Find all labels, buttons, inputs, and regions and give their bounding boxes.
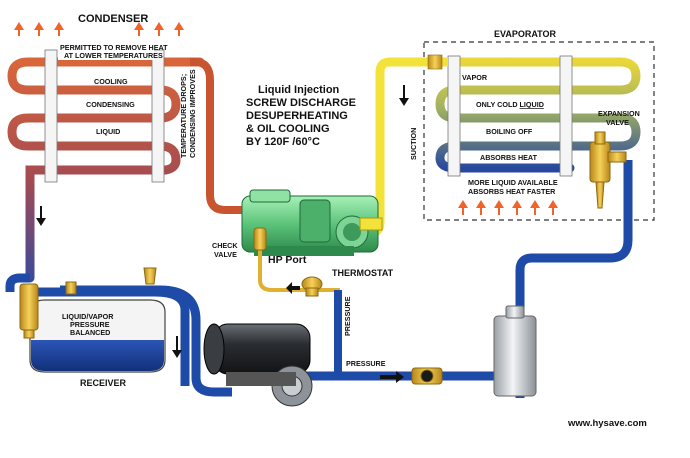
pump-motor bbox=[203, 323, 313, 407]
title-line-1: Liquid Injection bbox=[258, 84, 340, 96]
hp-line bbox=[258, 232, 340, 292]
website-label: www.hysave.com bbox=[567, 418, 647, 429]
condenser bbox=[7, 22, 205, 283]
condenser-support-right bbox=[151, 49, 165, 183]
liquid-underlined: LIQUID bbox=[520, 100, 544, 109]
condenser-note-line-1: PERMITTED TO REMOVE HEAT bbox=[60, 43, 168, 52]
heat-arrows-evaporator bbox=[458, 200, 558, 215]
screw-compressor bbox=[241, 189, 383, 256]
suction-label: SUCTION bbox=[409, 128, 418, 160]
title-line-5: BY 120F /60°C bbox=[246, 136, 320, 148]
suction-fitting bbox=[427, 54, 443, 70]
receiver-note-line-1: LIQUID/VAPOR bbox=[62, 312, 114, 321]
receiver-valve-left bbox=[19, 283, 39, 339]
check-valve bbox=[253, 227, 267, 251]
flow-arrow-receiver bbox=[172, 336, 182, 358]
evaporator-support-left bbox=[447, 55, 461, 177]
temperature-drops-line-1: TEMPERATURE DROPS; bbox=[179, 74, 188, 158]
evap-note-line-2: ABSORBS HEAT FASTER bbox=[468, 187, 556, 196]
condenser-note-line-2: AT LOWER TEMPERATURES bbox=[64, 51, 163, 60]
check-valve-label-1: CHECK bbox=[212, 241, 238, 250]
check-valve-label-2: VALVE bbox=[214, 250, 237, 259]
expansion-valve-label-2: VALVE bbox=[606, 118, 629, 127]
flow-arrows bbox=[36, 85, 409, 383]
temperature-drops-label: TEMPERATURE DROPS; CONDENSING IMPROVES bbox=[179, 69, 197, 158]
title-line-2: SCREW DISCHARGE bbox=[246, 97, 356, 109]
condenser-coil bbox=[7, 57, 205, 283]
thermostat-label: THERMOSTAT bbox=[332, 268, 394, 278]
receiver-top-hook bbox=[154, 287, 190, 386]
sight-glass-valve bbox=[411, 367, 443, 385]
evaporator-liquid-line bbox=[515, 160, 633, 398]
coil-label-condensing: CONDENSING bbox=[86, 100, 135, 109]
relief-valves bbox=[65, 267, 157, 295]
receiver-note-line-2: PRESSURE bbox=[70, 320, 110, 329]
evaporator-dashed-box bbox=[423, 41, 655, 221]
discharge-line bbox=[190, 58, 245, 214]
coil-label-liquid: LIQUID bbox=[96, 127, 120, 136]
evaporator-support-right bbox=[559, 55, 573, 177]
hp-port-label: HP Port bbox=[268, 254, 307, 266]
evap-label-vapor: VAPOR bbox=[462, 73, 488, 82]
accumulator-cylinder bbox=[493, 305, 537, 397]
evaporator-title: EVAPORATOR bbox=[494, 29, 557, 39]
evap-note-line-1: MORE LIQUID AVAILABLE bbox=[468, 178, 558, 187]
heat-arrows-condenser bbox=[14, 22, 184, 36]
flow-arrow-suction bbox=[399, 85, 409, 106]
coil-label-cooling: COOLING bbox=[94, 77, 128, 86]
flow-arrow-pressure bbox=[380, 371, 404, 383]
temperature-drops-line-2: CONDENSING IMPROVES bbox=[188, 69, 197, 158]
evap-label-boiling-off: BOILING OFF bbox=[486, 127, 533, 136]
condenser-title: CONDENSER bbox=[78, 13, 148, 25]
evap-label-only-cold-liquid: ONLY COLD LIQUID bbox=[476, 100, 544, 109]
condenser-note-box bbox=[58, 40, 154, 60]
pressure-vertical-label: PRESSURE bbox=[343, 296, 352, 336]
evaporator-coil bbox=[435, 57, 641, 173]
condenser-support-left bbox=[44, 49, 58, 183]
only-cold-text: ONLY COLD bbox=[476, 100, 520, 109]
flow-arrow-condenser bbox=[36, 206, 46, 226]
title-line-4: & OIL COOLING bbox=[246, 123, 330, 135]
evaporator bbox=[423, 41, 655, 221]
expansion-valve-label-1: EXPANSION bbox=[598, 109, 640, 118]
evap-label-absorbs-heat: ABSORBS HEAT bbox=[480, 153, 538, 162]
thermostat-arrow bbox=[286, 282, 300, 294]
thermostat-valve bbox=[301, 276, 323, 297]
receiver-title: RECEIVER bbox=[80, 378, 127, 388]
title-line-3: DESUPERHEATING bbox=[246, 110, 348, 122]
receiver-tank bbox=[29, 299, 166, 373]
receiver-note-line-3: BALANCED bbox=[70, 328, 110, 337]
expansion-valve bbox=[589, 131, 627, 209]
pressure-horizontal-label: PRESSURE bbox=[346, 359, 386, 368]
